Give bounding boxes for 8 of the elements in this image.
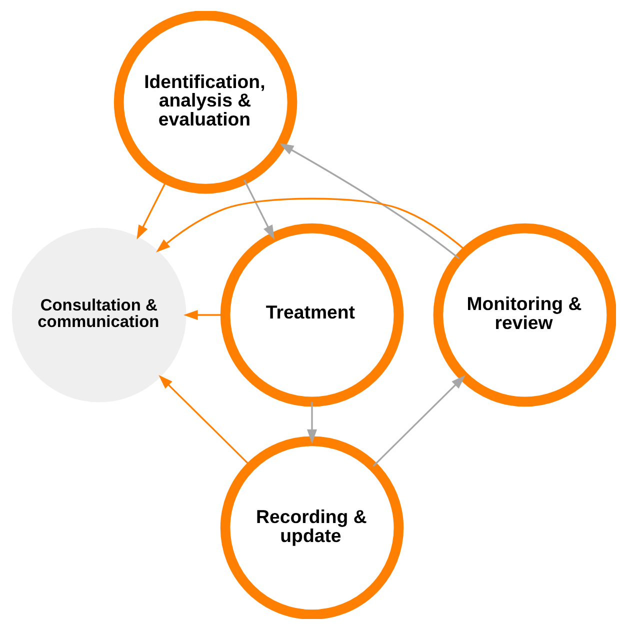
arrow — [372, 374, 466, 466]
node-circle: Monitoring & review — [433, 222, 616, 406]
arrow — [279, 142, 460, 259]
node-circle: Identification, analysis & evaluation — [114, 10, 298, 194]
arrow — [244, 178, 274, 240]
node-circle: Recording & update — [220, 436, 404, 618]
arrow — [307, 401, 317, 444]
node-circle: Consultation & communication — [12, 227, 186, 402]
